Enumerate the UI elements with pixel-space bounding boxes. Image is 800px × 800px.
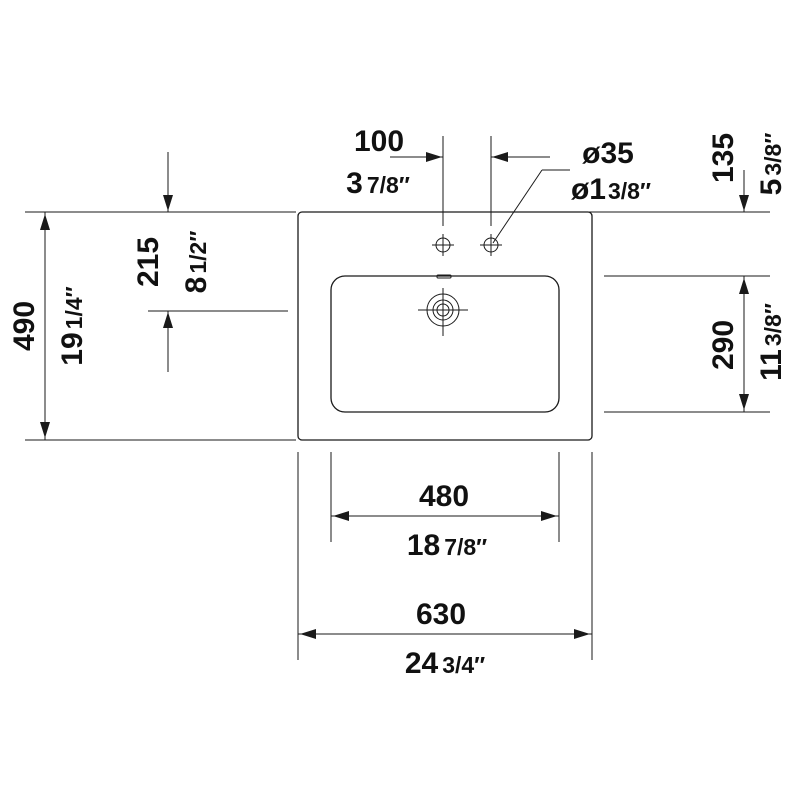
overflow-slot bbox=[436, 274, 452, 279]
dim-drain-offset-inch: 81/2″ bbox=[180, 231, 213, 294]
dim-tap-hole-leader bbox=[492, 169, 570, 244]
dim-overall-depth-lines bbox=[25, 211, 296, 441]
dim-overall-width-lines bbox=[297, 452, 593, 660]
dim-bowl-depth-mm: 290 bbox=[707, 320, 740, 370]
dim-tap-offset-inch: 53/8″ bbox=[755, 133, 788, 196]
basin-outline bbox=[297, 211, 593, 441]
dim-tap-spacing-lines bbox=[390, 136, 550, 226]
dim-bowl-width-mm: 480 bbox=[419, 480, 469, 513]
dim-drain-offset-mm: 215 bbox=[132, 237, 165, 287]
dim-overall-depth-mm: 490 bbox=[8, 301, 41, 351]
tap-hole-right bbox=[480, 234, 502, 256]
bowl-outline bbox=[330, 275, 560, 413]
dim-drain-offset-lines bbox=[148, 152, 288, 372]
dim-overall-depth-inch: 191/4″ bbox=[56, 286, 89, 365]
dim-bowl-depth-lines bbox=[604, 275, 770, 413]
dim-bowl-depth-inch: 113/8″ bbox=[755, 303, 788, 381]
dim-tap-hole-inch: ø13/8″ bbox=[571, 173, 651, 206]
dim-tap-hole-mm: ø35 bbox=[582, 137, 634, 170]
dim-overall-width-mm: 630 bbox=[416, 598, 466, 631]
drain bbox=[418, 288, 468, 336]
dim-tap-offset-mm: 135 bbox=[707, 133, 740, 183]
tap-hole-left bbox=[432, 234, 454, 256]
dim-bowl-width-lines bbox=[330, 452, 560, 542]
dim-tap-spacing-mm: 100 bbox=[354, 125, 404, 158]
dim-tap-offset-lines bbox=[550, 170, 770, 213]
